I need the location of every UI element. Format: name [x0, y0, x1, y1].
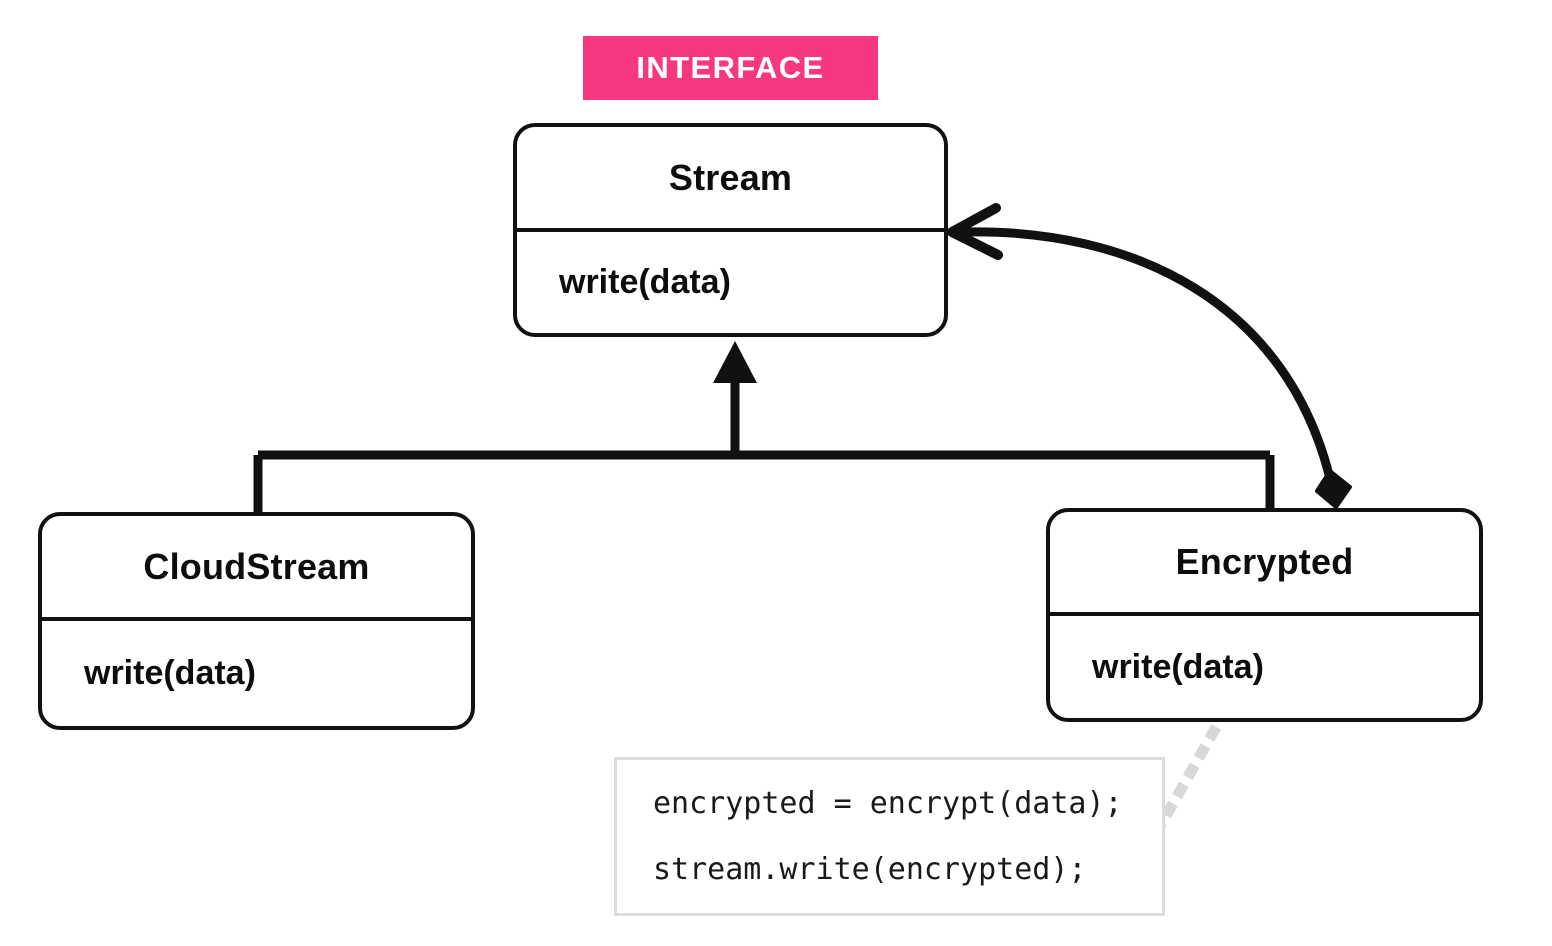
code-note-line-2: stream.write(encrypted); [653, 851, 1087, 887]
class-box-stream[interactable]: Stream write(data) [513, 123, 948, 337]
class-member-encrypted-write: write(data) [1092, 647, 1264, 686]
class-member-cloudstream-write: write(data) [84, 654, 256, 692]
code-note-line-1: encrypted = encrypt(data); [653, 786, 1123, 821]
composition-connector [947, 203, 1352, 509]
class-divider [1050, 612, 1479, 616]
interface-stereotype-badge: INTERFACE [583, 36, 878, 100]
class-name-stream: Stream [668, 156, 793, 198]
composition-arrowhead-icon [947, 203, 1003, 260]
class-box-encrypted[interactable]: Encrypted write(data) [1046, 508, 1483, 722]
class-divider [517, 228, 944, 232]
generalization-arrowhead [713, 341, 757, 383]
composition-diamond-icon [1315, 469, 1352, 509]
class-member-stream-write: write(data) [559, 263, 731, 301]
class-name-cloudstream: CloudStream [143, 545, 370, 587]
class-name-encrypted: Encrypted [1175, 541, 1354, 582]
class-divider [42, 617, 471, 621]
interface-badge-label: INTERFACE [636, 50, 825, 85]
class-box-cloudstream[interactable]: CloudStream write(data) [38, 512, 475, 730]
generalization-connector [253, 341, 1275, 516]
note-leader-line [1150, 698, 1236, 838]
code-note-box: encrypted = encrypt(data); stream.write(… [614, 757, 1165, 916]
